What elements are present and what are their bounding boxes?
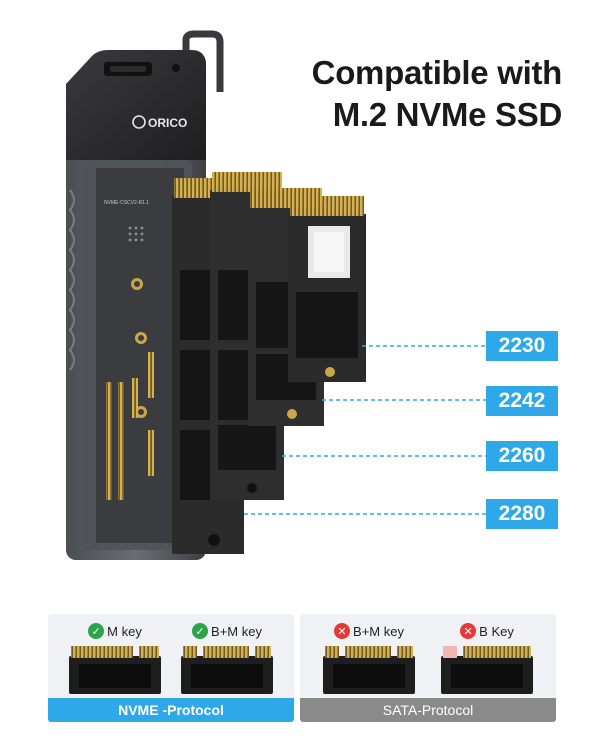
nvme-key-item: ✓ M key <box>60 620 170 694</box>
key-label-text: B Key <box>479 623 514 639</box>
key-label-text: M key <box>107 623 142 639</box>
m-key-ssd-icon <box>69 646 161 694</box>
nvme-protocol-panel: ✓ M key ✓ B+M key NVME -Pro <box>48 614 294 722</box>
size-label-2280: 2280 <box>486 499 558 529</box>
enclosure-cap: ORICO <box>66 50 206 160</box>
product-illustration: NVME-CSCV2-R1.1 ORICO <box>66 30 486 560</box>
b-m-key-ssd-icon <box>181 646 273 694</box>
headline-line-2: M.2 NVMe SSD <box>332 96 563 133</box>
ssd-enclosure: NVME-CSCV2-R1.1 <box>66 150 206 560</box>
headline: Compatible with M.2 NVMe SSD <box>262 52 563 136</box>
enclosure-board-text: NVME-CSCV2-R1.1 <box>104 200 149 206</box>
sata-key-item: ✕ B+M key <box>314 620 424 694</box>
b-key-ssd-icon <box>441 646 533 694</box>
size-label-2260: 2260 <box>486 441 558 471</box>
cross-circle-icon: ✕ <box>334 623 351 639</box>
lanyard-loop <box>182 30 224 92</box>
ssd-2230 <box>288 196 366 382</box>
sata-protocol-panel: ✕ B+M key ✕ B Key SATA-Prot <box>300 614 556 722</box>
b-m-key-ssd-icon <box>323 646 415 694</box>
check-circle-icon: ✓ <box>192 623 209 639</box>
size-callout-lines <box>244 345 486 515</box>
check-circle-icon: ✓ <box>88 623 105 639</box>
nvme-key-item: ✓ B+M key <box>172 620 282 694</box>
headline-line-1: Compatible with <box>311 54 563 91</box>
key-label-text: B+M key <box>211 623 262 639</box>
compatibility-panel: ✓ M key ✓ B+M key NVME -Pro <box>48 614 556 722</box>
sata-protocol-label: SATA-Protocol <box>300 698 556 722</box>
brand-logo: ORICO <box>148 116 187 130</box>
cross-circle-icon: ✕ <box>460 623 477 639</box>
key-label-text: B+M key <box>353 623 404 639</box>
size-label-2242: 2242 <box>486 386 558 416</box>
size-label-2230: 2230 <box>486 331 558 361</box>
nvme-protocol-label: NVME -Protocol <box>48 698 294 722</box>
sata-key-item: ✕ B Key <box>432 620 542 694</box>
